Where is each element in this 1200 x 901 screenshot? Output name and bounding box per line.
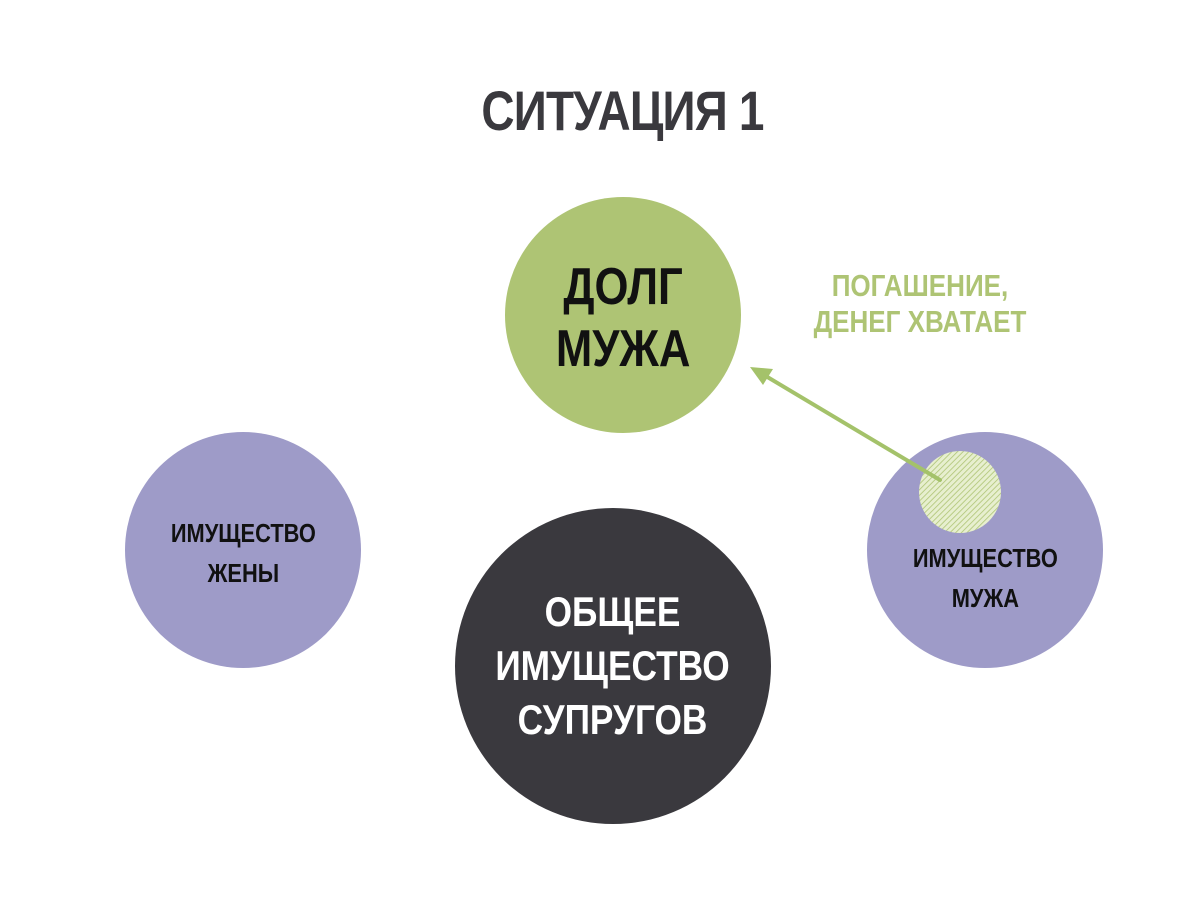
repayment-annotation: ПОГАШЕНИЕ, ДЕНЕГ ХВАТАЕТ (811, 268, 1029, 340)
diagram-title: СИТУАЦИЯ 1 (481, 79, 764, 142)
husband-debt-node: ДОЛГ МУЖА (505, 197, 741, 433)
repayment-arrowhead (750, 367, 773, 385)
repayment-annotation-line1: ПОГАШЕНИЕ, (831, 268, 1009, 303)
wife-property-label-line1: ИМУЩЕСТВО (170, 518, 316, 548)
common-property-node: ОБЩЕЕ ИМУЩЕСТВО СУПРУГОВ (455, 508, 771, 824)
husband-property-label-line1: ИМУЩЕСТВО (912, 543, 1058, 573)
common-property-label: ОБЩЕЕ ИМУЩЕСТВО СУПРУГОВ (496, 585, 730, 747)
husband-debt-label: ДОЛГ МУЖА (556, 256, 691, 380)
common-property-label-line1: ОБЩЕЕ (545, 588, 681, 635)
common-property-label-line2: ИМУЩЕСТВО (495, 642, 731, 689)
wife-property-node: ИМУЩЕСТВО ЖЕНЫ (125, 432, 361, 668)
wife-property-label: ИМУЩЕСТВО ЖЕНЫ (170, 513, 315, 593)
husband-property-node: ИМУЩЕСТВО МУЖА (867, 432, 1103, 668)
common-property-label-line3: СУПРУГОВ (518, 696, 708, 743)
husband-debt-label-line1: ДОЛГ (563, 258, 683, 316)
husband-property-label-line2: МУЖА (951, 583, 1019, 613)
husband-debt-label-line2: МУЖА (555, 320, 691, 378)
husband-property-label: ИМУЩЕСТВО МУЖА (912, 538, 1057, 618)
wife-property-label-line2: ЖЕНЫ (207, 558, 279, 588)
repayment-annotation-line2: ДЕНЕГ ХВАТАЕТ (813, 304, 1027, 339)
